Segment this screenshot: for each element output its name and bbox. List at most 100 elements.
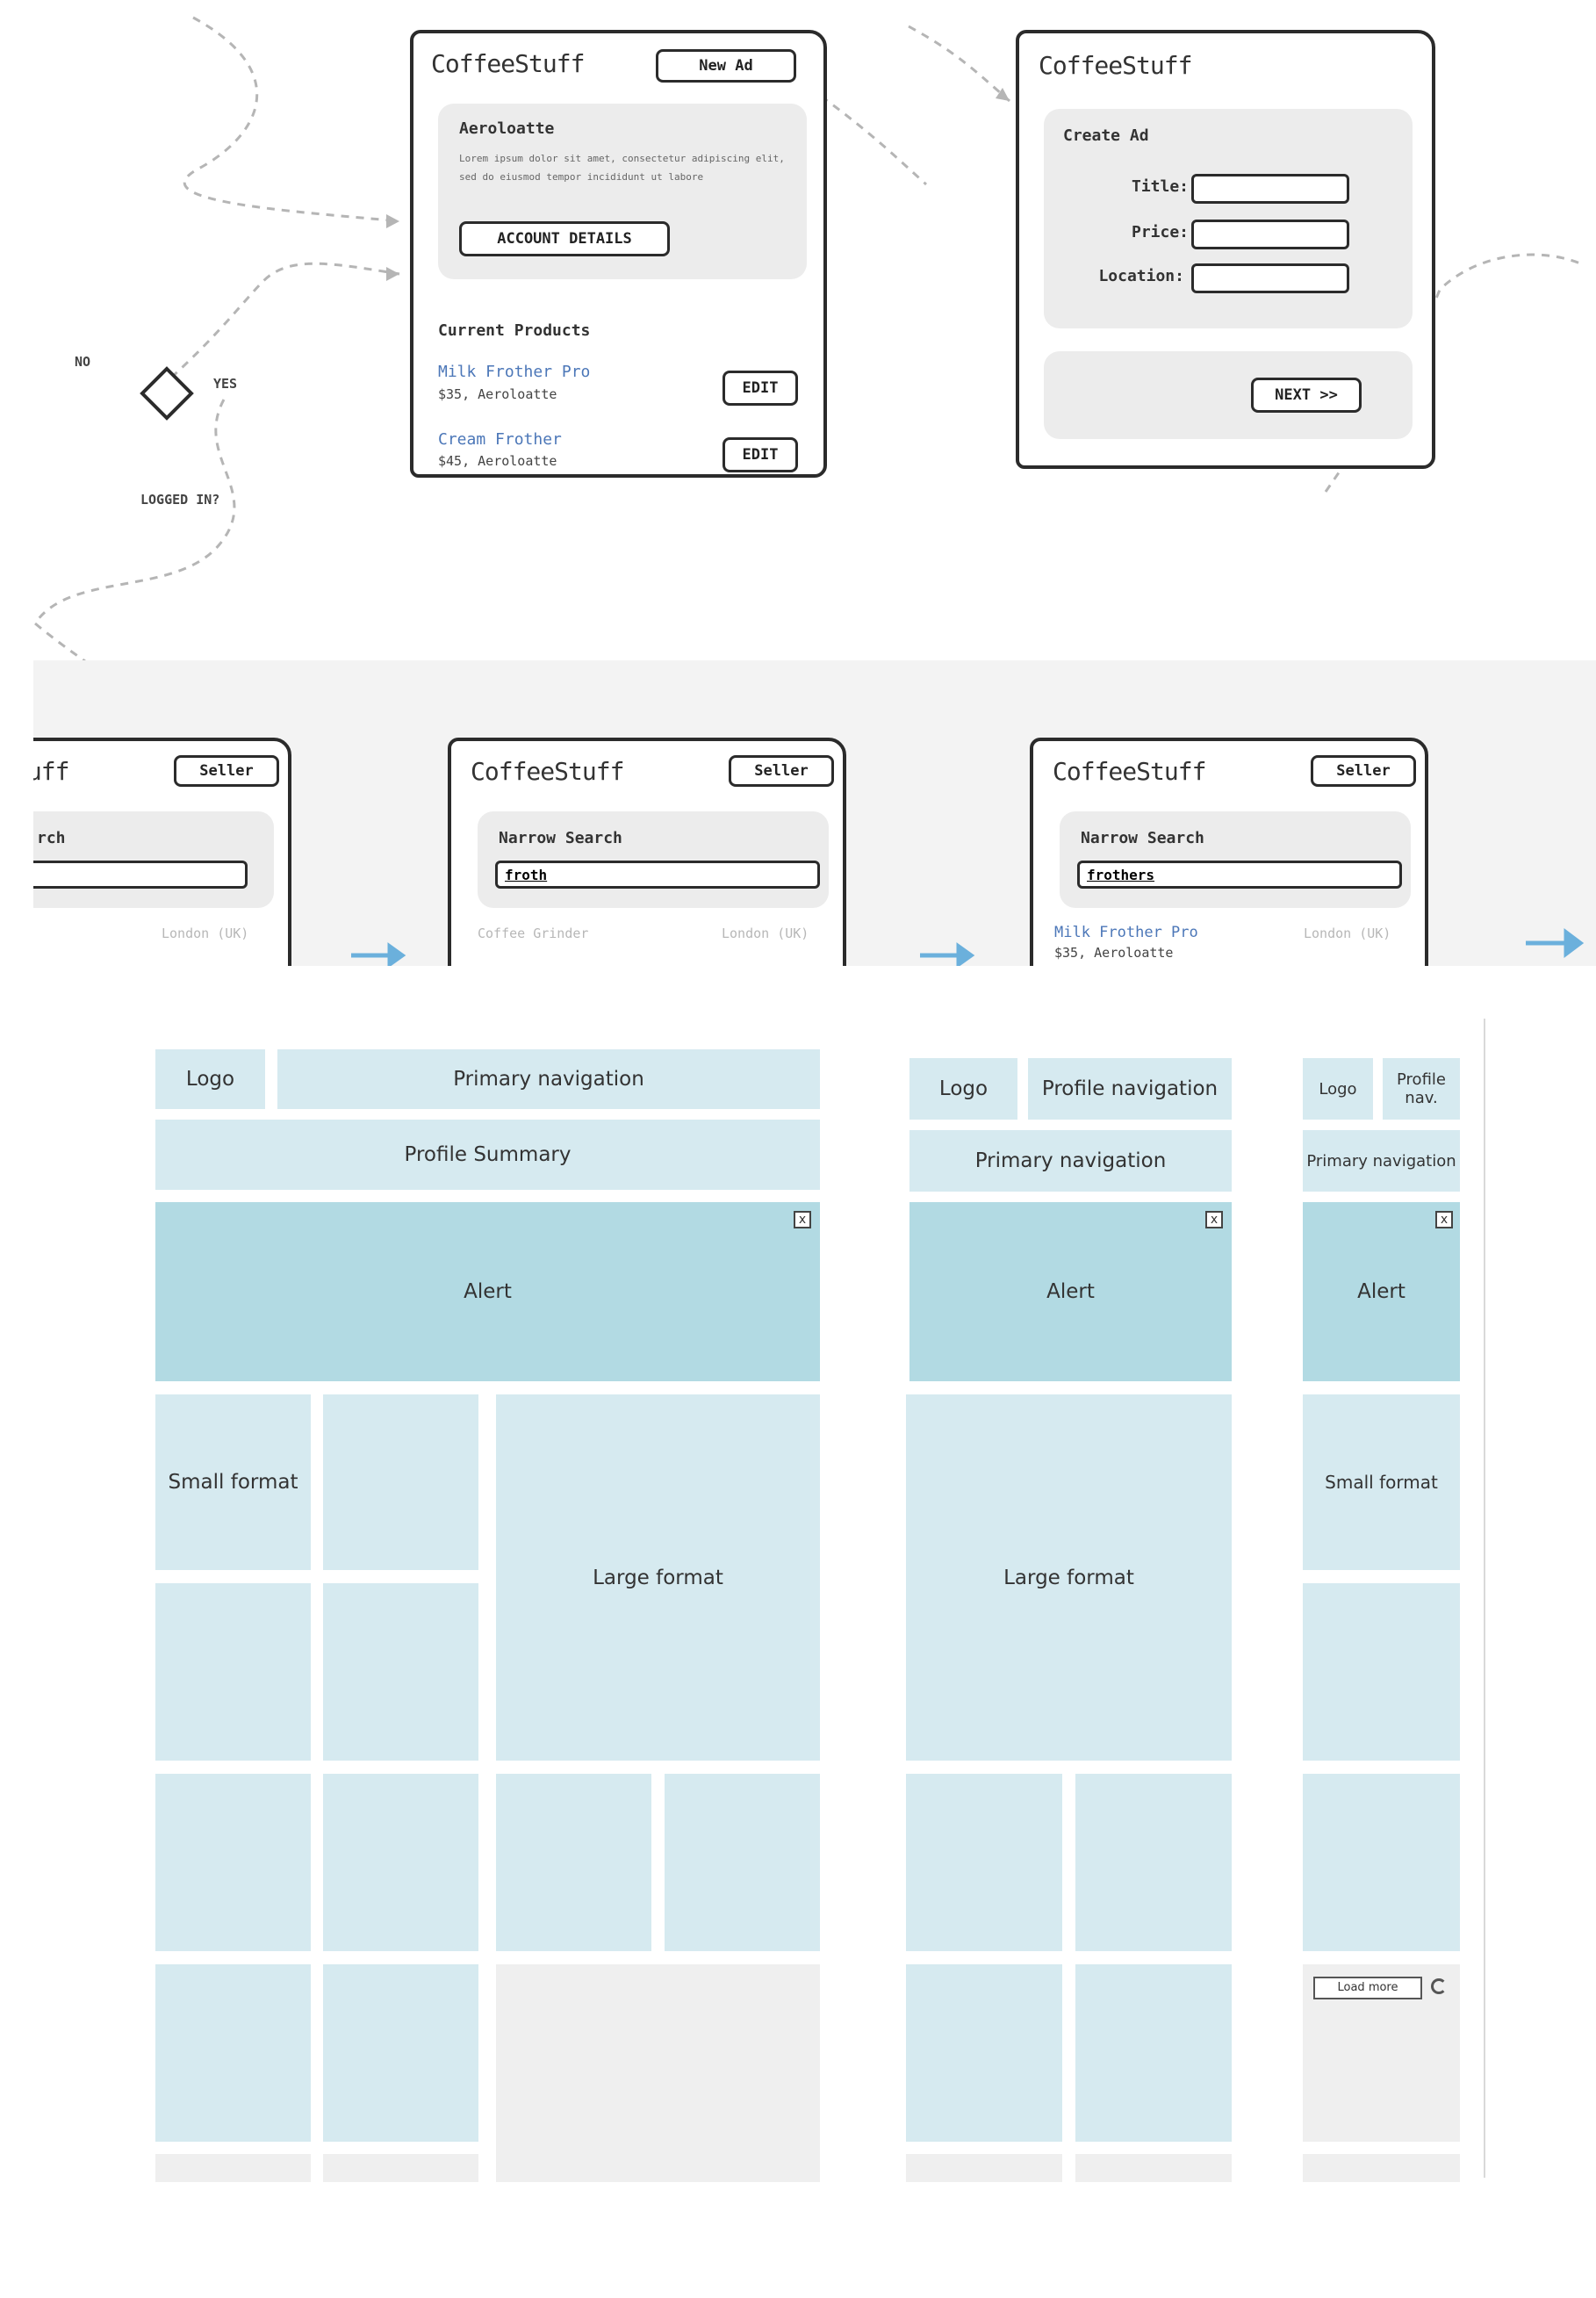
tile-block[interactable] bbox=[155, 1583, 311, 1761]
location-input[interactable] bbox=[1191, 263, 1349, 293]
logo-block: Logo bbox=[155, 1049, 265, 1109]
search-input[interactable]: frothers bbox=[1077, 861, 1402, 889]
tile-block[interactable] bbox=[906, 1964, 1062, 2142]
small-format-block[interactable]: Small format bbox=[1303, 1394, 1460, 1570]
tile-block[interactable] bbox=[155, 1964, 311, 2142]
search-input[interactable] bbox=[33, 861, 248, 889]
footer-block bbox=[155, 2154, 311, 2182]
primary-navigation-block[interactable]: Primary navigation bbox=[277, 1049, 820, 1109]
create-ad-heading: Create Ad bbox=[1063, 126, 1149, 145]
product-price: $35, Aeroloatte bbox=[438, 386, 557, 402]
search-input-value: froth bbox=[505, 867, 548, 883]
result-name[interactable]: Milk Frother Pro bbox=[1054, 924, 1198, 941]
search-input[interactable]: froth bbox=[495, 861, 820, 889]
profile-panel: Aeroloatte Lorem ipsum dolor sit amet, c… bbox=[438, 104, 807, 279]
search-panel: Narrow Search frothers bbox=[1060, 811, 1411, 908]
new-ad-button[interactable]: New Ad bbox=[656, 49, 796, 83]
primary-navigation-block[interactable]: Primary navigation bbox=[909, 1130, 1232, 1192]
brand-logo: CoffeeStuff bbox=[1053, 757, 1206, 786]
tile-block[interactable] bbox=[1303, 1583, 1460, 1761]
location-label: Location: bbox=[1098, 267, 1184, 285]
result-location: London (UK) bbox=[722, 926, 809, 941]
result-location: London (UK) bbox=[162, 926, 249, 941]
logo-block: Logo bbox=[909, 1058, 1017, 1120]
brand-logo: CoffeeStuff bbox=[431, 49, 585, 78]
account-details-button[interactable]: ACCOUNT DETAILS bbox=[459, 221, 670, 256]
title-input[interactable] bbox=[1191, 174, 1349, 204]
result-location: London (UK) bbox=[1304, 926, 1391, 941]
tile-block[interactable] bbox=[1075, 1964, 1232, 2142]
profile-summary-block: Profile Summary bbox=[155, 1120, 820, 1190]
footer-block bbox=[323, 2154, 478, 2182]
close-icon[interactable]: x bbox=[1435, 1211, 1453, 1228]
alert-block: Alert x bbox=[909, 1202, 1232, 1381]
search-input-value: frothers bbox=[1087, 867, 1155, 883]
load-more-button[interactable]: Load more bbox=[1313, 1977, 1422, 1999]
brand-logo: CoffeeStuff bbox=[471, 757, 624, 786]
result-price: $35, Aeroloatte bbox=[1054, 945, 1174, 961]
create-ad-screen: CoffeeStuff Create Ad Title: Price: Loca… bbox=[1016, 30, 1435, 469]
search-screen: CoffeeStuff Seller Narrow Search froth C… bbox=[448, 738, 846, 966]
tile-block[interactable] bbox=[1303, 1774, 1460, 1951]
loading-spinner-icon bbox=[1431, 1978, 1447, 1994]
product-name[interactable]: Cream Frother bbox=[438, 430, 562, 449]
edit-button[interactable]: EDIT bbox=[723, 371, 798, 406]
profile-text: Lorem ipsum dolor sit amet, consectetur … bbox=[459, 153, 785, 183]
alert-block: Alert x bbox=[155, 1202, 820, 1381]
profile-navigation-block[interactable]: Profile nav. bbox=[1383, 1058, 1460, 1120]
search-panel: Narrow Search froth bbox=[478, 811, 829, 908]
current-products-heading: Current Products bbox=[438, 321, 591, 340]
large-format-block[interactable]: Large format bbox=[906, 1394, 1232, 1761]
brand-logo: CoffeeStuff bbox=[33, 757, 69, 786]
tile-block[interactable] bbox=[323, 1583, 478, 1761]
search-heading: Narrow Search bbox=[499, 829, 622, 847]
footer-block bbox=[906, 2154, 1062, 2182]
footer-block bbox=[1075, 2154, 1232, 2182]
search-heading: Narrow Search bbox=[1081, 829, 1204, 847]
profile-name: Aeroloatte bbox=[459, 119, 555, 138]
close-icon[interactable]: x bbox=[1205, 1211, 1223, 1228]
close-icon[interactable]: x bbox=[794, 1211, 811, 1228]
alert-block: Alert x bbox=[1303, 1202, 1460, 1381]
decision-loggedin-label: LOGGED IN? bbox=[140, 492, 220, 508]
tile-block[interactable] bbox=[323, 1964, 478, 2142]
account-screen: CoffeeStuff New Ad Aeroloatte Lorem ipsu… bbox=[410, 30, 827, 478]
search-flow-strip: CoffeeStuff Seller rch London (UK) Coffe… bbox=[33, 660, 1596, 966]
price-label: Price: bbox=[1132, 223, 1190, 241]
tile-block[interactable] bbox=[1075, 1774, 1232, 1951]
tile-block[interactable] bbox=[323, 1394, 478, 1570]
search-screen: CoffeeStuff Seller Narrow Search frother… bbox=[1030, 738, 1428, 966]
decision-diamond bbox=[140, 366, 194, 421]
large-format-block[interactable]: Large format bbox=[496, 1394, 820, 1761]
load-more-area: Load more bbox=[1303, 1964, 1460, 2142]
next-button[interactable]: NEXT >> bbox=[1251, 378, 1362, 413]
tile-block[interactable] bbox=[906, 1774, 1062, 1951]
title-label: Title: bbox=[1132, 177, 1190, 196]
edit-button[interactable]: EDIT bbox=[723, 437, 798, 472]
search-screen: CoffeeStuff Seller rch London (UK) bbox=[33, 738, 291, 966]
profile-navigation-block[interactable]: Profile navigation bbox=[1028, 1058, 1232, 1120]
brand-logo: CoffeeStuff bbox=[1039, 51, 1192, 80]
search-panel: rch bbox=[33, 811, 274, 908]
tile-block[interactable] bbox=[665, 1774, 820, 1951]
search-heading: rch bbox=[37, 829, 66, 847]
create-ad-panel: Create Ad Title: Price: Location: bbox=[1044, 109, 1413, 328]
product-name[interactable]: Milk Frother Pro bbox=[438, 363, 591, 381]
small-format-block[interactable]: Small format bbox=[155, 1394, 311, 1570]
logo-block: Logo bbox=[1303, 1058, 1373, 1120]
tile-block[interactable] bbox=[496, 1774, 651, 1951]
empty-block bbox=[496, 1964, 820, 2182]
decision-yes-label: YES bbox=[213, 376, 238, 392]
seller-button[interactable]: Seller bbox=[1311, 755, 1416, 787]
result-name[interactable]: Coffee Grinder bbox=[478, 926, 589, 941]
price-input[interactable] bbox=[1191, 220, 1349, 249]
seller-button[interactable]: Seller bbox=[729, 755, 834, 787]
decision-no-label: NO bbox=[75, 354, 91, 370]
tile-block[interactable] bbox=[155, 1774, 311, 1951]
flow-arrows bbox=[351, 928, 1585, 966]
create-ad-footer: NEXT >> bbox=[1044, 351, 1413, 439]
tile-block[interactable] bbox=[323, 1774, 478, 1951]
footer-block bbox=[1303, 2154, 1460, 2182]
primary-navigation-block[interactable]: Primary navigation bbox=[1303, 1130, 1460, 1192]
seller-button[interactable]: Seller bbox=[174, 755, 279, 787]
